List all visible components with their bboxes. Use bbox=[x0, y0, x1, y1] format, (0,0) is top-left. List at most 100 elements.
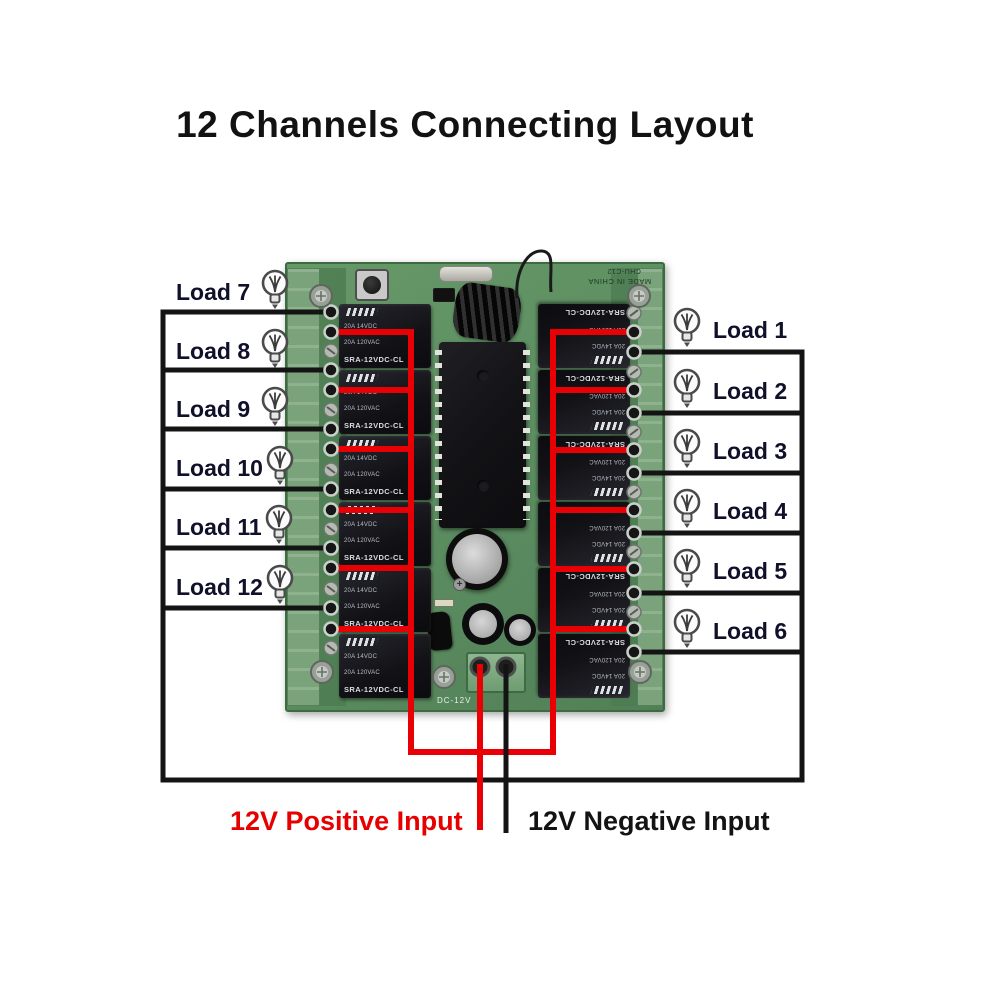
negative-input-label: 12V Negative Input bbox=[528, 806, 770, 836]
bulb-icon bbox=[258, 327, 292, 376]
relay: 20A 14VDC 20A 120VAC SRA-12VDC-CL bbox=[339, 370, 431, 434]
relay-rating: 20A 14VDC bbox=[591, 341, 625, 348]
relay-rating: 20A 14VDC bbox=[591, 407, 625, 414]
load-7-text: Load 7 bbox=[176, 278, 251, 305]
relay-logo bbox=[345, 506, 379, 514]
load-5-label: Load 5 bbox=[670, 548, 788, 593]
relay-logo bbox=[345, 440, 379, 448]
bulb-icon bbox=[670, 487, 704, 536]
capacitor-small bbox=[504, 614, 536, 646]
relay-model: SRA-12VDC-CL bbox=[344, 685, 404, 694]
relay-logo bbox=[590, 422, 624, 430]
chip-pins-left bbox=[435, 350, 442, 520]
pcb-board: + CHU-C12 MADE IN CHINA DC-12V 20A 14VDC… bbox=[285, 262, 665, 712]
relay: 20A 14VDC 20A 120VAC SRA-12VDC-CL bbox=[339, 502, 431, 566]
chip-pins-right bbox=[523, 350, 530, 520]
rf-oscillator bbox=[439, 266, 493, 282]
relay-logo bbox=[345, 572, 379, 580]
bulb-icon bbox=[670, 607, 704, 656]
antenna-coil-icon bbox=[450, 280, 524, 345]
load-4-text: Load 4 bbox=[713, 497, 788, 524]
load-10-text: Load 10 bbox=[176, 454, 263, 481]
capacitor-large bbox=[462, 603, 504, 645]
relay: 20A 14VDC 20A 120VAC SRA-12VDC-CL bbox=[339, 568, 431, 632]
load-1-label: Load 1 bbox=[670, 306, 787, 355]
relay-rating: 20A 14VDC bbox=[591, 539, 625, 546]
load-6-label: Load 6 bbox=[670, 607, 787, 656]
load-12-label: Load 12 bbox=[176, 564, 294, 609]
relay-model: SRA-12VDC-CL bbox=[565, 374, 625, 383]
bulb-icon bbox=[670, 306, 704, 355]
mcu-chip bbox=[435, 342, 530, 528]
relay-rating: 20A 120VAC bbox=[589, 656, 625, 663]
relay: 20A 14VDC 20A 120VAC SRA-12VDC-CL bbox=[339, 304, 431, 368]
relay: 20A 14VDC 20A 120VAC SRA-12VDC-CL bbox=[538, 370, 630, 434]
load-9-text: Load 9 bbox=[176, 395, 251, 422]
load-8-label: Load 8 bbox=[176, 327, 292, 376]
relay-rating: 20A 120VAC bbox=[344, 537, 380, 544]
relay-rating: 20A 120VAC bbox=[589, 392, 625, 399]
relay-rating: 20A 120VAC bbox=[344, 603, 380, 610]
relay-rating: 20A 120VAC bbox=[589, 590, 625, 597]
relay-rating: 20A 14VDC bbox=[344, 324, 378, 331]
relay: 20A 14VDC 20A 120VAC SRA-12VDC-CL bbox=[339, 634, 431, 698]
load-8-text: Load 8 bbox=[176, 337, 251, 364]
relay-logo bbox=[590, 620, 624, 628]
relay-rating: 20A 120VAC bbox=[344, 405, 380, 412]
learning-button-icon bbox=[355, 269, 389, 301]
relay-rating: 20A 14VDC bbox=[591, 605, 625, 612]
relay-rating: 20A 120VAC bbox=[589, 326, 625, 333]
load-11-text: Load 11 bbox=[176, 513, 262, 540]
load-5-text: Load 5 bbox=[713, 557, 788, 584]
buzzer-plus-screw: + bbox=[453, 578, 466, 591]
relay-logo bbox=[345, 638, 379, 646]
power-terminal-block bbox=[466, 652, 526, 693]
relay-rating: 20A 120VAC bbox=[344, 339, 380, 346]
load-11-label: Load 11 bbox=[176, 504, 292, 549]
relay-rating: 20A 14VDC bbox=[344, 654, 378, 661]
positive-input-label: 12V Positive Input bbox=[230, 806, 463, 836]
relay-model: SRA-12VDC-CL bbox=[565, 308, 625, 317]
load-12-text: Load 12 bbox=[176, 573, 263, 600]
bulb-icon bbox=[258, 385, 292, 434]
relay-rating: 20A 120VAC bbox=[589, 458, 625, 465]
relay: 20A 14VDC 20A 120VAC SRA-12VDC-CL bbox=[538, 436, 630, 500]
relay-logo bbox=[590, 686, 624, 694]
relay-rating: 20A 14VDC bbox=[591, 473, 625, 480]
relay-model: SRA-12VDC-CL bbox=[565, 638, 625, 647]
terminal-strip-right bbox=[637, 268, 663, 706]
relay-logo bbox=[345, 374, 379, 382]
relay-rating: 20A 14VDC bbox=[344, 522, 378, 529]
relay-model: SRA-12VDC-CL bbox=[344, 421, 404, 430]
resistor bbox=[434, 599, 454, 607]
relay-logo bbox=[590, 356, 624, 364]
bulb-icon bbox=[263, 444, 297, 493]
pin-header bbox=[433, 288, 455, 302]
relay-rating: 20A 120VAC bbox=[589, 524, 625, 531]
relay-model: SRA-12VDC-CL bbox=[565, 506, 625, 515]
relay-rating: 20A 14VDC bbox=[344, 390, 378, 397]
load-2-text: Load 2 bbox=[713, 377, 788, 404]
board-model-text: CHU-C12 bbox=[607, 267, 641, 274]
relay-model: SRA-12VDC-CL bbox=[565, 440, 625, 449]
relay-model: SRA-12VDC-CL bbox=[344, 553, 404, 562]
relay-logo bbox=[590, 488, 624, 496]
load-9-label: Load 9 bbox=[176, 385, 292, 434]
chip-mark bbox=[477, 370, 489, 382]
bulb-icon bbox=[262, 503, 296, 552]
relay-rating: 20A 14VDC bbox=[591, 671, 625, 678]
bulb-icon bbox=[670, 427, 704, 476]
relay-model: SRA-12VDC-CL bbox=[344, 487, 404, 496]
load-3-label: Load 3 bbox=[670, 427, 787, 476]
relay-model: SRA-12VDC-CL bbox=[344, 355, 404, 364]
relay-rating: 20A 14VDC bbox=[344, 588, 378, 595]
bulb-icon bbox=[670, 367, 704, 416]
bulb-icon bbox=[258, 268, 292, 317]
relay-model: SRA-12VDC-CL bbox=[344, 619, 404, 628]
load-10-label: Load 10 bbox=[176, 445, 294, 490]
relay-rating: 20A 120VAC bbox=[344, 669, 380, 676]
load-2-label: Load 2 bbox=[670, 367, 788, 416]
